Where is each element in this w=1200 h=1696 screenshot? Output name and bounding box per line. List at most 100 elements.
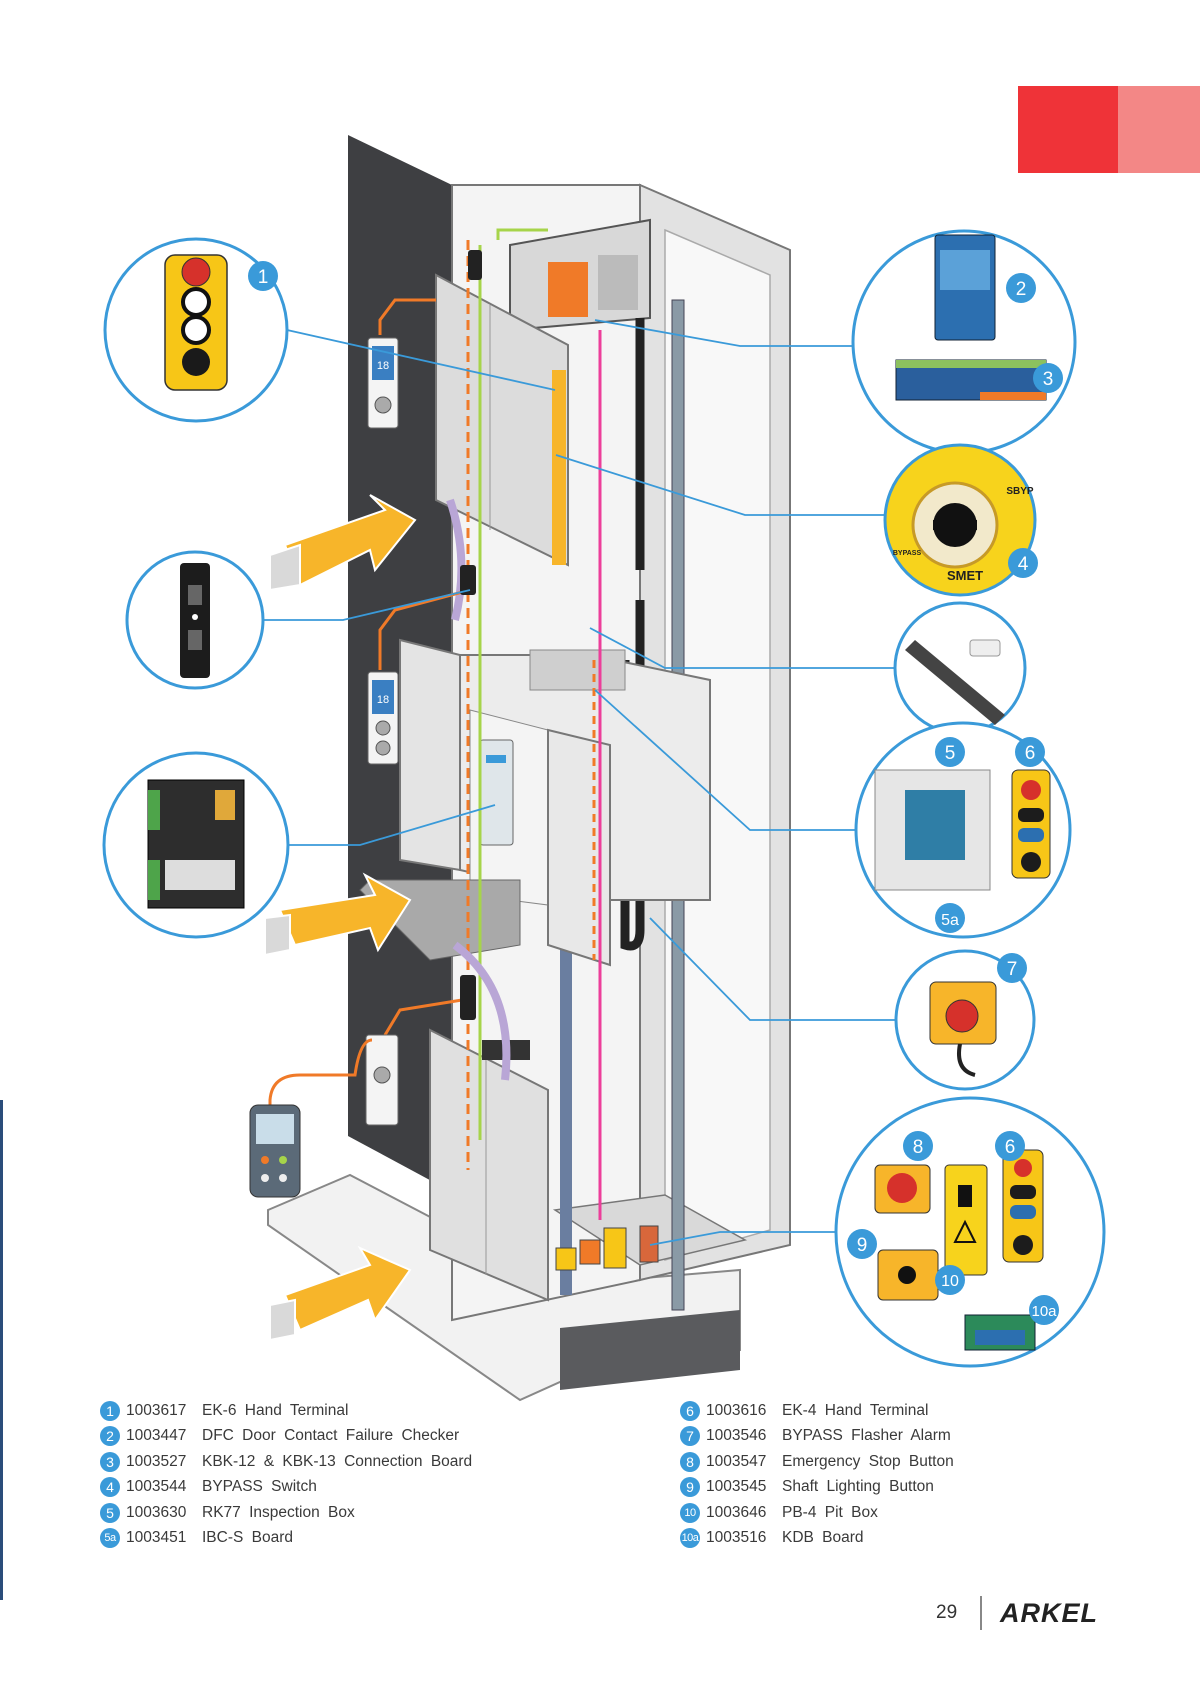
legend-number: 6 xyxy=(680,1400,700,1421)
callout-badge-3 xyxy=(1033,363,1063,393)
legend-number: 5 xyxy=(100,1502,120,1523)
legend-code: 1003451 xyxy=(126,1529,187,1547)
callout-magnet-switch xyxy=(893,601,1027,735)
legend-item: 5a 1003451 IBC-S Board xyxy=(100,1526,472,1552)
landing-arrow-bottom xyxy=(269,1245,412,1342)
callout-number-6b: 6 xyxy=(1005,1137,1016,1158)
elevator-shaft: 18 18 xyxy=(249,135,791,1402)
legend-code: 1003547 xyxy=(706,1452,767,1470)
callout-badge-6 xyxy=(1015,737,1045,767)
callout-door-contact xyxy=(125,550,265,690)
callout-number-10: 10 xyxy=(941,1273,959,1290)
legend-item: 10 1003646 PB-4 Pit Box xyxy=(680,1500,954,1526)
callout-badge-2 xyxy=(1006,273,1036,303)
callout-number-7: 7 xyxy=(1007,959,1018,980)
landing-arrow-top xyxy=(269,494,417,592)
floor-display-1: 18 xyxy=(377,360,389,372)
page-edge-strip xyxy=(0,1100,3,1600)
legend-code: 1003447 xyxy=(126,1427,187,1445)
callout-badge-8 xyxy=(903,1131,933,1161)
callout-pit-components: 8 6 9 10 10a xyxy=(834,1096,1106,1368)
legend-right: 6 1003616 EK-4 Hand Terminal 7 1003546 B… xyxy=(680,1398,954,1551)
legend-name: PB-4 Pit Box xyxy=(782,1503,878,1521)
legend-name: BYPASS Switch xyxy=(202,1478,317,1496)
legend-code: 1003616 xyxy=(706,1401,767,1419)
page-number: 29 xyxy=(936,1602,958,1623)
landing-arrow-mid xyxy=(264,872,412,957)
legend-number: 10 xyxy=(680,1502,700,1523)
legend-name: RK77 Inspection Box xyxy=(202,1503,355,1521)
legend-name: KDB Board xyxy=(782,1529,864,1547)
legend-item: 9 1003545 Shaft Lighting Button xyxy=(680,1475,954,1501)
legend-item: 5 1003630 RK77 Inspection Box xyxy=(100,1500,472,1526)
legend-item: 10a 1003516 KDB Board xyxy=(680,1526,954,1552)
legend-code: 1003544 xyxy=(126,1478,187,1496)
legend-name: IBC-S Board xyxy=(202,1529,294,1547)
bypass-label-side: BYPASS xyxy=(893,550,922,557)
legend-number: 8 xyxy=(680,1451,700,1472)
legend-code: 1003545 xyxy=(706,1478,767,1496)
callout-number-4: 4 xyxy=(1018,554,1029,575)
callout-number-1: 1 xyxy=(258,267,269,288)
callout-badge-1 xyxy=(248,261,278,291)
callout-badge-6b xyxy=(995,1131,1025,1161)
callout-number-8: 8 xyxy=(913,1137,924,1158)
legend-number: 10a xyxy=(680,1528,700,1549)
legend-item: 7 1003546 BYPASS Flasher Alarm xyxy=(680,1424,954,1450)
footer-divider xyxy=(980,1596,982,1630)
legend-name: KBK-12 & KBK-13 Connection Board xyxy=(202,1452,473,1470)
bypass-label-bottom: SMET xyxy=(947,568,983,583)
callout-badge-9 xyxy=(847,1229,877,1259)
callout-ek6-hand-terminal: 1 xyxy=(103,237,289,423)
callout-badge-5 xyxy=(935,737,965,767)
legend-name: BYPASS Flasher Alarm xyxy=(782,1427,951,1445)
bypass-label-top: SBYP xyxy=(1006,486,1034,497)
legend-number: 9 xyxy=(680,1477,700,1498)
brand-logo: ARKEL xyxy=(1000,1598,1098,1628)
legend-item: 3 1003527 KBK-12 & KBK-13 Connection Boa… xyxy=(100,1449,472,1475)
legend-item: 8 1003547 Emergency Stop Button xyxy=(680,1449,954,1475)
callout-badge-5a xyxy=(935,903,965,933)
legend-number: 5a xyxy=(100,1528,120,1549)
legend-code: 1003546 xyxy=(706,1427,767,1445)
legend-name: Shaft Lighting Button xyxy=(782,1478,934,1496)
legend-number: 4 xyxy=(100,1477,120,1498)
legend-name: DFC Door Contact Failure Checker xyxy=(202,1427,460,1445)
legend-number: 3 xyxy=(100,1451,120,1472)
callout-bypass-flasher-alarm: 7 xyxy=(894,949,1036,1091)
legend-code: 1003630 xyxy=(126,1503,187,1521)
callout-number-9: 9 xyxy=(857,1235,868,1256)
callout-leaders xyxy=(262,319,896,1246)
callout-number-5: 5 xyxy=(945,743,956,764)
legend-number: 1 xyxy=(100,1400,120,1421)
callout-badge-10 xyxy=(935,1265,965,1295)
elevator-car xyxy=(399,638,711,967)
legend-number: 2 xyxy=(100,1426,120,1447)
legend-number: 7 xyxy=(680,1426,700,1447)
legend-name: EK-4 Hand Terminal xyxy=(782,1401,929,1419)
callout-rk77-inspection-box: 5 6 5a xyxy=(854,721,1072,939)
accent-block-red xyxy=(1018,86,1118,173)
legend-item: 1 1003617 EK-6 Hand Terminal xyxy=(100,1398,472,1424)
callout-badge-10a xyxy=(1029,1295,1059,1325)
callout-number-3: 3 xyxy=(1043,369,1054,390)
callout-badge-7 xyxy=(997,953,1027,983)
callout-number-10a: 10a xyxy=(1031,1303,1057,1320)
floor-display-2: 18 xyxy=(377,694,389,706)
legend-code: 1003617 xyxy=(126,1401,187,1419)
legend-item: 6 1003616 EK-4 Hand Terminal xyxy=(680,1398,954,1424)
callout-bypass-switch: SBYP SMET BYPASS 4 xyxy=(883,443,1038,597)
legend-name: Emergency Stop Button xyxy=(782,1452,954,1470)
hand-terminal-device xyxy=(249,1038,373,1198)
legend-item: 4 1003544 BYPASS Switch xyxy=(100,1475,472,1501)
callout-badge-4 xyxy=(1008,548,1038,578)
callout-number-6: 6 xyxy=(1025,743,1036,764)
callout-dfc-kbk-boards: 2 3 xyxy=(851,229,1077,455)
accent-block-pink xyxy=(1118,86,1200,173)
callout-control-board xyxy=(102,751,290,939)
legend-name: EK-6 Hand Terminal xyxy=(202,1401,349,1419)
legend-left: 1 1003617 EK-6 Hand Terminal 2 1003447 D… xyxy=(100,1398,472,1551)
legend-code: 1003516 xyxy=(706,1529,767,1547)
legend-item: 2 1003447 DFC Door Contact Failure Check… xyxy=(100,1424,472,1450)
